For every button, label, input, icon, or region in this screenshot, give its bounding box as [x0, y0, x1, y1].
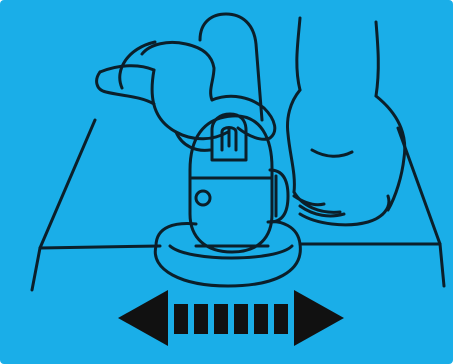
arrow-segment: [274, 304, 288, 334]
arrow-segment: [254, 304, 268, 334]
arrow-segment: [174, 304, 188, 334]
arrow-segment: [194, 304, 208, 334]
arrow-segment: [234, 304, 248, 334]
arrow-segment: [214, 304, 228, 334]
